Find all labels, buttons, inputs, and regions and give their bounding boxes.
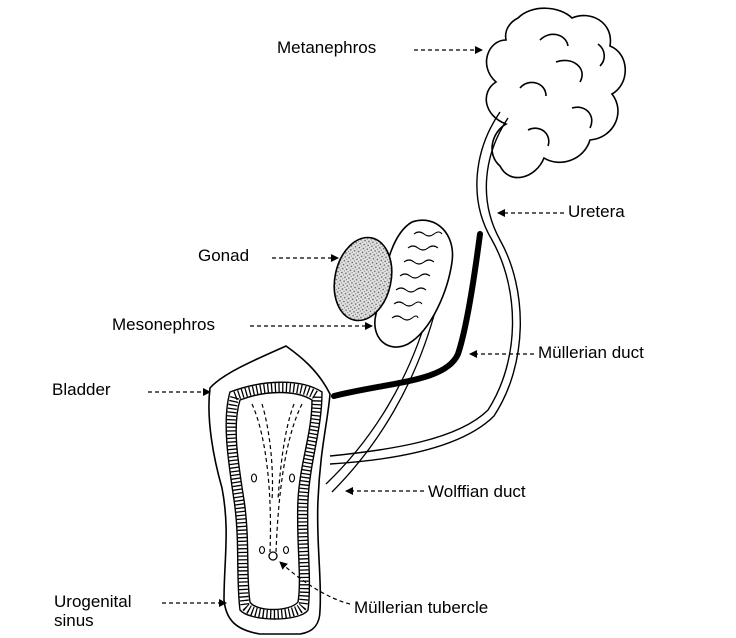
label-mullerian-tubercle: Müllerian tubercle xyxy=(354,598,489,617)
bladder-wall-inner xyxy=(235,391,313,611)
ureter xyxy=(329,111,521,465)
mullerian-tubercle-dot xyxy=(268,551,278,561)
label-mesonephros: Mesonephros xyxy=(112,315,216,334)
mesonephros-shape xyxy=(374,219,454,348)
label-metanephros: Metanephros xyxy=(277,38,377,57)
label-bladder: Bladder xyxy=(52,380,111,399)
label-uretera: Uretera xyxy=(568,202,625,221)
metanephros-shape xyxy=(485,7,626,179)
label-gonad: Gonad xyxy=(198,246,250,265)
bladder-wall-outer xyxy=(225,381,323,620)
gonad-shape xyxy=(333,236,393,322)
label-urogenital-line1: Urogenital xyxy=(54,592,132,611)
bladder-internal-paths xyxy=(251,403,303,553)
label-urogenital-sinus: Urogenital sinus xyxy=(54,592,132,630)
mullerian-duct xyxy=(331,231,483,399)
label-urogenital-line2: sinus xyxy=(54,611,94,630)
label-wolffian-duct: Wolffian duct xyxy=(428,482,526,501)
leader-lines xyxy=(148,46,564,607)
leader-mullerian-tubercle xyxy=(279,561,351,605)
bladder-openings xyxy=(250,473,296,555)
label-mullerian-duct: Müllerian duct xyxy=(538,343,644,362)
bladder-outer xyxy=(208,345,331,635)
